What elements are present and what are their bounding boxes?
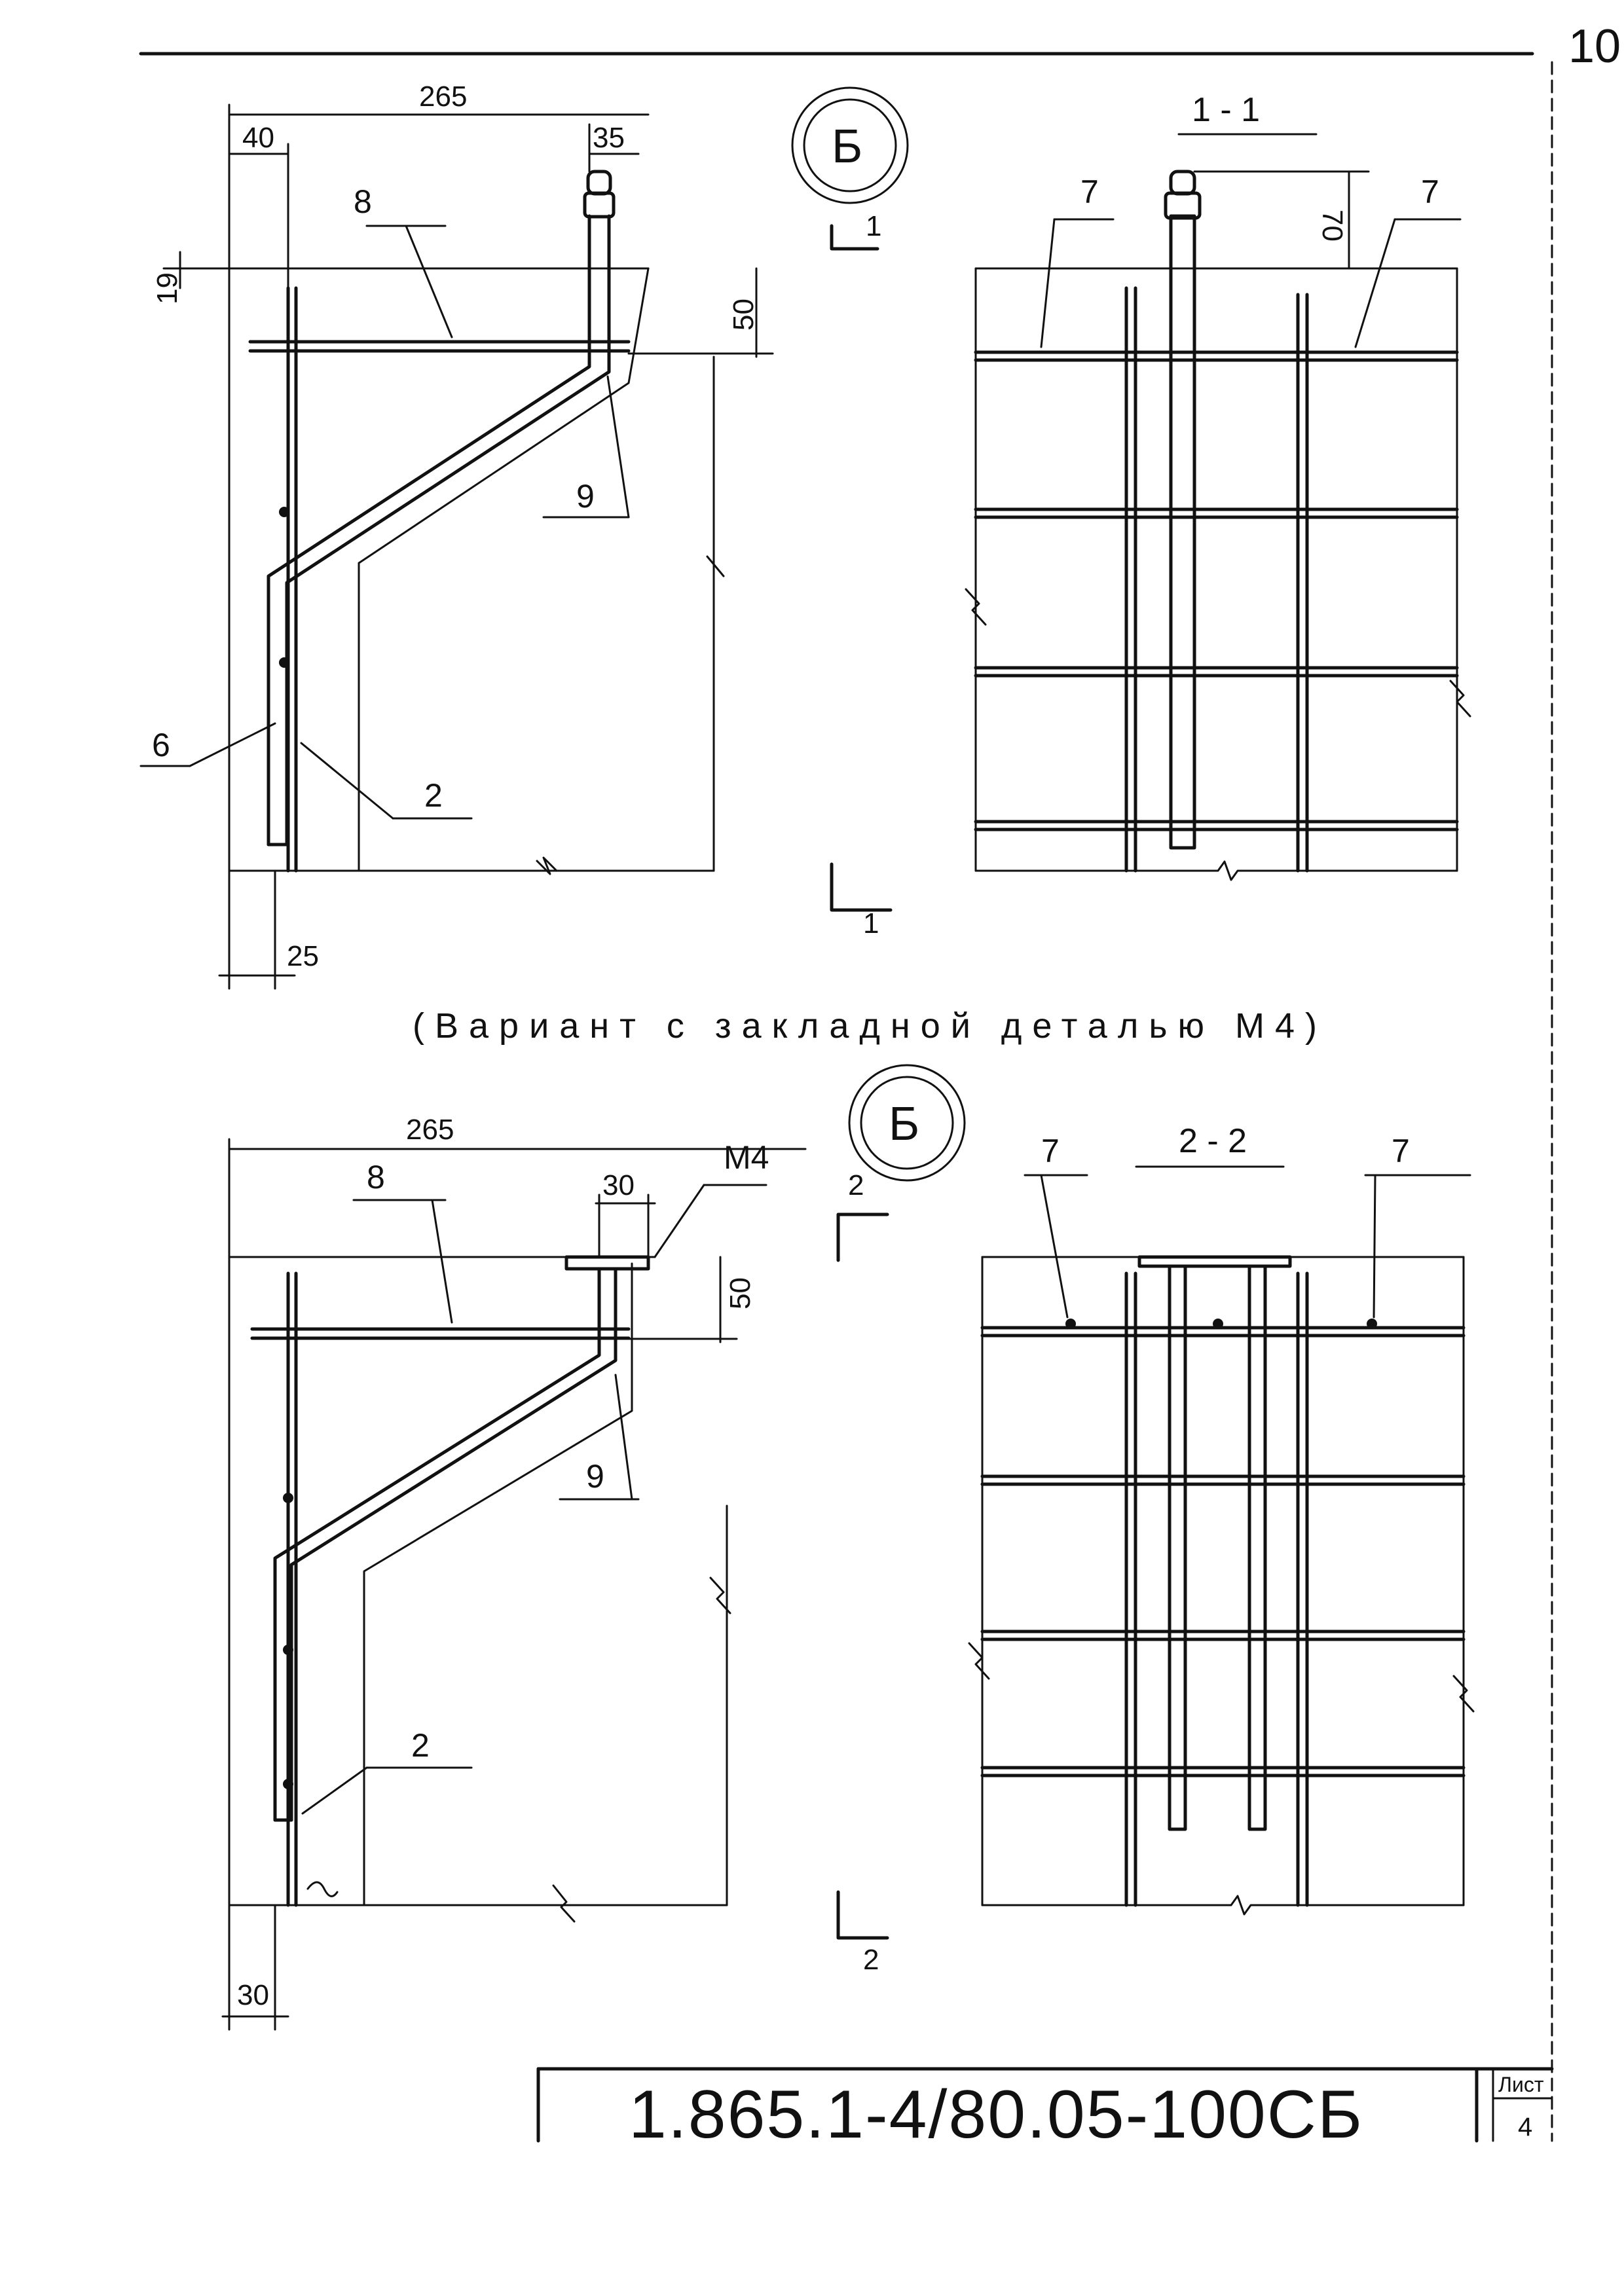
detail-b-bottom: 265 30 М4 50 30 8 9 2	[221, 1114, 807, 2031]
dim-19: 19	[151, 272, 183, 304]
dim-40: 40	[242, 122, 274, 154]
section-1-1-label: 1 - 1	[1192, 91, 1260, 129]
dim-50-bottom: 50	[724, 1277, 756, 1309]
document-code: 1.865.1-4/80.05-100СБ	[629, 2077, 1363, 2153]
sheet-corner-number: 10	[1568, 20, 1621, 73]
pos-2-top: 2	[424, 777, 443, 814]
cut-mark-2-lower: 2	[863, 1944, 879, 1976]
dim-30-embed: 30	[602, 1169, 635, 1201]
dim-50-top: 50	[728, 299, 760, 331]
pos-8-top: 8	[354, 183, 372, 220]
dim-35: 35	[593, 122, 625, 154]
pos-9-bottom: 9	[586, 1458, 604, 1495]
sheet-number: 4	[1518, 2113, 1532, 2141]
pos-6: 6	[152, 727, 170, 763]
title-block: 1.865.1-4/80.05-100СБ Лист 4	[536, 2067, 1554, 2153]
callout-b-top-label: Б	[832, 120, 862, 173]
cut-mark-2: 2 2	[836, 1169, 889, 1976]
pos-7-right-top: 7	[1421, 173, 1439, 210]
section-2-2: 2 - 2 7 7	[968, 1122, 1475, 1916]
embed-m4-label: М4	[724, 1139, 769, 1176]
sheet-label: Лист	[1498, 2073, 1544, 2096]
section-2-2-label: 2 - 2	[1179, 1122, 1247, 1160]
cut-mark-1-upper: 1	[866, 210, 881, 242]
pos-7-right-bottom: 7	[1392, 1133, 1410, 1169]
variant-caption: (Вариант с закладной деталью М4)	[413, 1006, 1327, 1046]
dim-265-bottom: 265	[406, 1114, 454, 1146]
cut-mark-1-lower: 1	[863, 907, 879, 939]
dim-30-bottom: 30	[237, 1979, 269, 2011]
pos-7-left-bottom: 7	[1041, 1133, 1060, 1169]
callout-b-bottom-label: Б	[889, 1098, 919, 1150]
pos-9-top: 9	[576, 478, 595, 515]
callout-b-bottom: Б	[848, 1064, 966, 1182]
sheet-frame: 10	[139, 20, 1621, 2142]
dim-265-top: 265	[419, 81, 467, 113]
dim-25: 25	[287, 940, 319, 972]
cut-mark-1: 1 1	[830, 210, 893, 939]
detail-b-top: 265 40 35 19 50 25 8 9 6 2	[139, 81, 774, 990]
pos-7-left-top: 7	[1080, 173, 1099, 210]
pos-8-bottom: 8	[367, 1159, 385, 1195]
section-1-1: 1 - 1 70 7	[965, 91, 1471, 881]
cut-mark-2-upper: 2	[848, 1169, 864, 1201]
callout-b-top: Б	[791, 86, 909, 204]
dim-70: 70	[1316, 210, 1348, 242]
pos-2-bottom: 2	[411, 1727, 430, 1764]
